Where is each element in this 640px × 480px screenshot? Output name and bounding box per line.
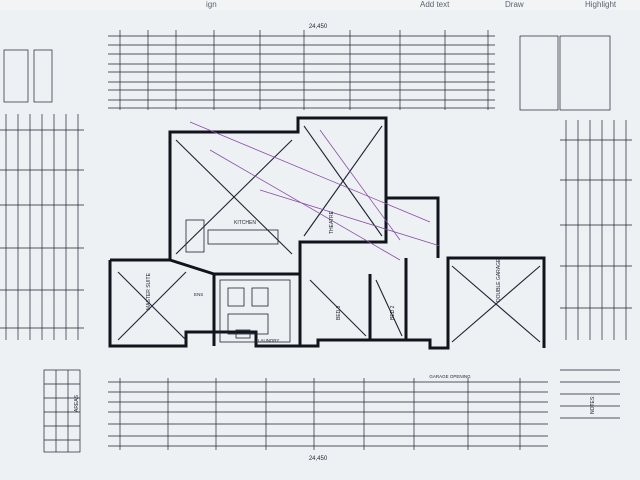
notes-title: NOTES: (590, 395, 596, 414)
toolbar-item-sign[interactable]: ign (206, 0, 217, 9)
room-master-suite: MASTER SUITE (146, 272, 152, 310)
overall-dimension-top: 24,450 (309, 24, 328, 30)
areas-table (43, 369, 81, 453)
toolbar-item-add-text[interactable]: Add text (420, 0, 450, 9)
toolbar-item-highlight[interactable]: Highlight (585, 0, 617, 9)
annotation-lines (189, 121, 441, 261)
room-double-garage: DOUBLE GARAGE (496, 258, 502, 302)
room-kitchen: KITCHEN (234, 220, 256, 226)
areas-title: AREAS (74, 394, 80, 412)
side-details (3, 35, 611, 111)
toolbar-item-draw[interactable]: Draw (505, 0, 524, 9)
dimension-lines-left (0, 114, 84, 340)
overall-dimension-bottom: 24,450 (309, 456, 328, 462)
room-bed-3: BED 3 (336, 305, 342, 320)
room-theatre: THEATRE (329, 210, 335, 234)
garage-opening-label: GARAGE OPENING (429, 374, 471, 379)
dimension-lines-top (108, 30, 495, 110)
interior-details (185, 219, 291, 343)
roof-lines (117, 125, 541, 343)
dimension-lines-bottom (108, 378, 548, 450)
floor-plan-svg: 24,450 (0, 10, 640, 480)
building-outline (108, 116, 546, 350)
room-laundry: LAUNDRY (258, 338, 279, 343)
drawing-sheet: 24,450 (0, 10, 640, 480)
notes-box (560, 369, 620, 419)
room-bed-2: BED 2 (390, 305, 396, 320)
room-ens: ENS (194, 292, 203, 297)
dimension-lines-right (560, 120, 632, 340)
